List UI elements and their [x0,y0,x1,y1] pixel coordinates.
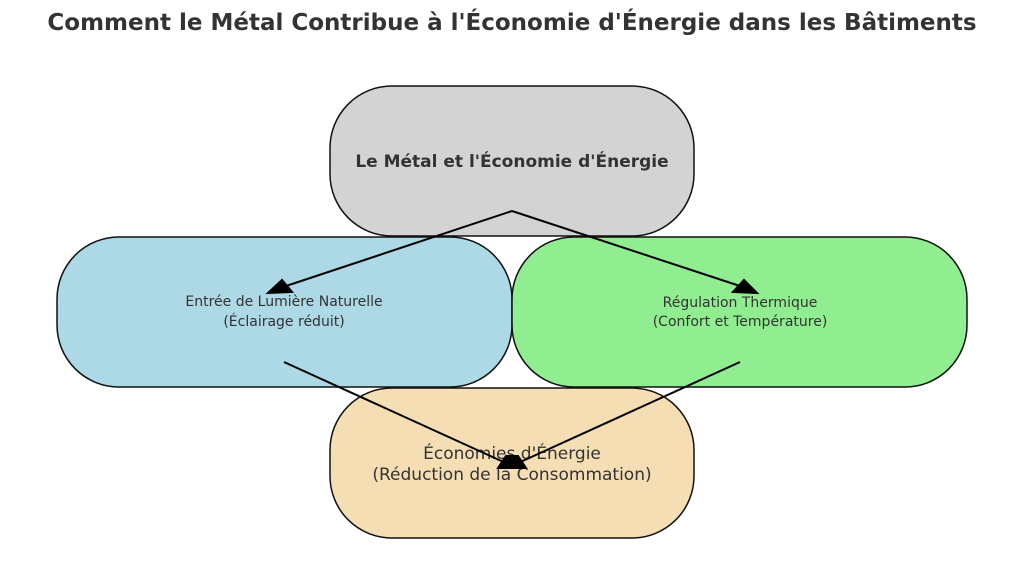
arrowhead-icon [265,278,295,295]
edge-top-left [279,210,513,289]
edge-top-right [511,210,747,289]
node-right [511,236,968,388]
node-bottom-sublabel: (Réduction de la Consommation) [372,465,651,485]
arrowhead-icon [730,278,760,295]
node-right-label: Régulation Thermique [663,295,818,311]
node-top [329,85,695,237]
node-left-sublabel: (Éclairage réduit) [223,313,344,330]
node-right-sublabel: (Confort et Température) [653,314,828,330]
edge-right-bottom [515,361,741,465]
arrowhead-icon [496,455,528,469]
diagram-title: Comment le Métal Contribue à l'Économie … [47,10,977,36]
edge-left-bottom [283,361,509,465]
node-bottom-label: Économies d'Énergie [423,442,601,464]
node-top-label: Le Métal et l'Économie d'Énergie [355,150,668,172]
node-left-label: Entrée de Lumière Naturelle [185,294,382,310]
node-left [56,236,513,388]
